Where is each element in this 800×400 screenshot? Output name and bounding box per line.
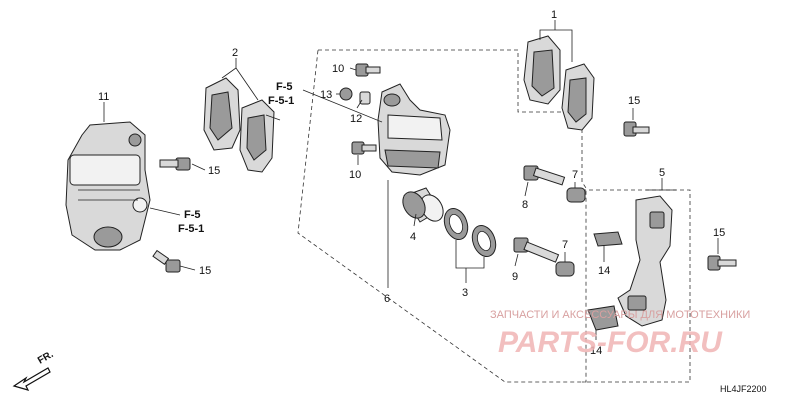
- watermark-subtitle: ЗАПЧАСТИ И АКСЕССУАРЫ ДЛЯ МОТОТЕХНИКИ: [490, 309, 750, 321]
- pad-spring-14-lower: [587, 305, 619, 331]
- ref-label-top-a: F-5: [276, 81, 293, 93]
- part-label-15-lower-left: 15: [199, 265, 211, 277]
- bolt-15-lower-right: [707, 255, 737, 271]
- piston-4: [402, 187, 444, 223]
- pin-boot-7-lower: [555, 261, 575, 277]
- part-label-6: 6: [384, 293, 390, 305]
- cap-13: [339, 87, 353, 101]
- part-label-2: 2: [232, 47, 238, 59]
- ref-leader-top: [302, 89, 383, 123]
- part-label-15-lower-right: 15: [713, 227, 725, 239]
- part-label-14-upper: 14: [598, 265, 610, 277]
- bolt-15-upper-left: [159, 157, 191, 171]
- part-label-5: 5: [659, 167, 665, 179]
- front-direction-marker: FR.: [12, 349, 56, 391]
- part-label-9: 9: [512, 271, 518, 283]
- part-label-15-upper-right: 15: [628, 95, 640, 107]
- watermark-brand: PARTS-FOR.RU: [498, 326, 723, 359]
- front-marker-label: FR.: [36, 349, 56, 367]
- part-label-4: 4: [410, 231, 416, 243]
- bolt-10-side: [351, 141, 377, 155]
- caliper-bracket-5: [617, 195, 673, 327]
- pad-spring-14-upper: [593, 231, 623, 247]
- part-label-8: 8: [522, 199, 528, 211]
- part-label-14-lower: 14: [590, 345, 602, 357]
- caliper-body-6: [377, 83, 451, 176]
- part-label-12: 12: [350, 113, 362, 125]
- brake-pad-set-1: [523, 35, 595, 131]
- piston-seals-3: [443, 208, 497, 257]
- diagram-code: HL4JF2200: [720, 384, 767, 394]
- ref-label-mid-a: F-5: [184, 209, 201, 221]
- brake-pad-set-2: [203, 77, 281, 173]
- ref-leader-mid: [149, 207, 181, 216]
- part-label-10-side: 10: [349, 169, 361, 181]
- ref-label-mid-b: F-5-1: [178, 223, 204, 235]
- part-label-11: 11: [98, 91, 109, 103]
- part-label-15-upper-left: 15: [208, 165, 220, 177]
- bleeder-12: [359, 91, 371, 105]
- assembly-6-outline: [297, 49, 587, 383]
- part-label-1: 1: [551, 9, 557, 21]
- caliper-body-11: [65, 121, 151, 251]
- bolt-15-upper-right: [623, 121, 650, 137]
- assembly-5-outline: [582, 189, 691, 383]
- leader-lines: [103, 20, 719, 340]
- bolt-15-lower-left: [152, 249, 181, 273]
- part-label-10-top: 10: [332, 63, 344, 75]
- part-label-7-lower: 7: [562, 239, 568, 251]
- part-label-7-upper: 7: [572, 169, 578, 181]
- bolt-10-top: [355, 63, 381, 77]
- part-label-3: 3: [462, 287, 468, 299]
- slide-pin-8: [523, 165, 566, 186]
- slide-pin-9: [513, 237, 560, 263]
- ref-label-top-b: F-5-1: [268, 95, 294, 107]
- pin-boot-7-upper: [566, 187, 586, 203]
